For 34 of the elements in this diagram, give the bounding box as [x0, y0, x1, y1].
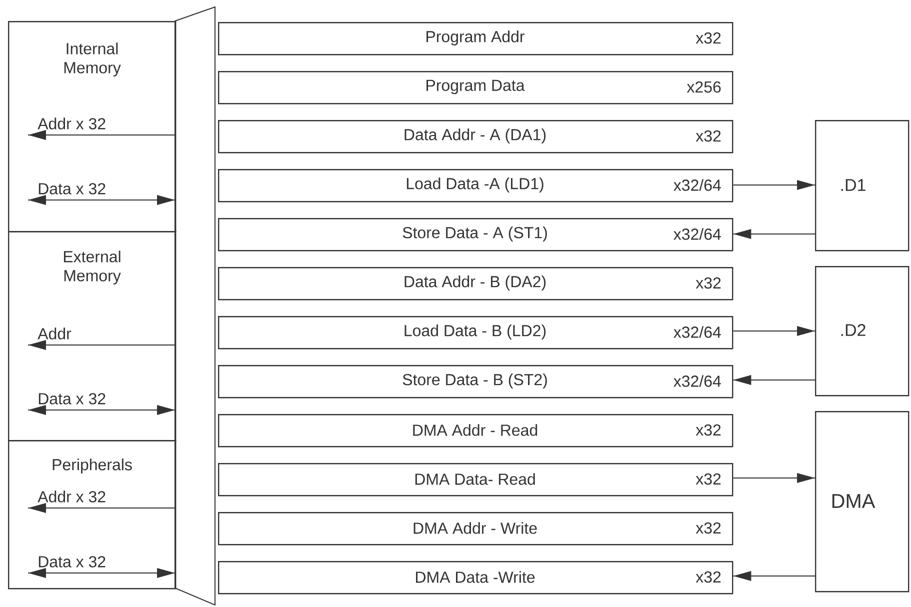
edge-label: Addr: [38, 328, 72, 340]
edge-label: Data x 32: [38, 393, 106, 404]
bus-box: DMA Addr - Read x32: [218, 414, 734, 448]
arrow: [28, 130, 176, 140]
arrow: [28, 568, 176, 578]
arrow: [732, 229, 816, 239]
bus-box: Store Data - B (ST2) x32/64: [218, 365, 734, 398]
unit-box: .D1: [815, 120, 910, 252]
unit-box: DMA: [815, 411, 910, 592]
edge-label: Addr x 32: [38, 490, 106, 502]
arrow: [732, 180, 816, 190]
bus-box: Store Data - A (ST1) x32/64: [218, 218, 734, 252]
bus-box: Load Data -A (LD1) x32/64: [218, 169, 734, 202]
arrow: [28, 340, 176, 350]
bus-box: Load Data - B (LD2) x32/64: [218, 316, 734, 350]
arrow: [732, 375, 816, 385]
bus-box: Program Addr x32: [218, 22, 734, 56]
arrow: [732, 571, 816, 581]
bus-box: Data Addr - A (DA1) x32: [218, 120, 734, 154]
edge-label: Addr x 32: [38, 118, 106, 130]
edge-label: Data x 32: [38, 183, 106, 194]
edge-label: Data x 32: [38, 556, 106, 568]
bus-box: DMA Addr - Write x32: [218, 512, 734, 546]
arrow: [28, 405, 176, 415]
arrow: [732, 473, 816, 483]
arrow: [28, 503, 176, 513]
crossbar-trapezoid: [174, 6, 216, 606]
unit-box: .D2: [815, 266, 910, 396]
arrow: [732, 326, 816, 336]
arrow: [28, 195, 176, 205]
bus-box: DMA Data- Read x32: [218, 463, 734, 496]
bus-box: Data Addr - B (DA2) x32: [218, 267, 734, 300]
bus-box: Program Data x256: [218, 71, 734, 104]
bus-box: DMA Data -Write x32: [218, 561, 734, 594]
